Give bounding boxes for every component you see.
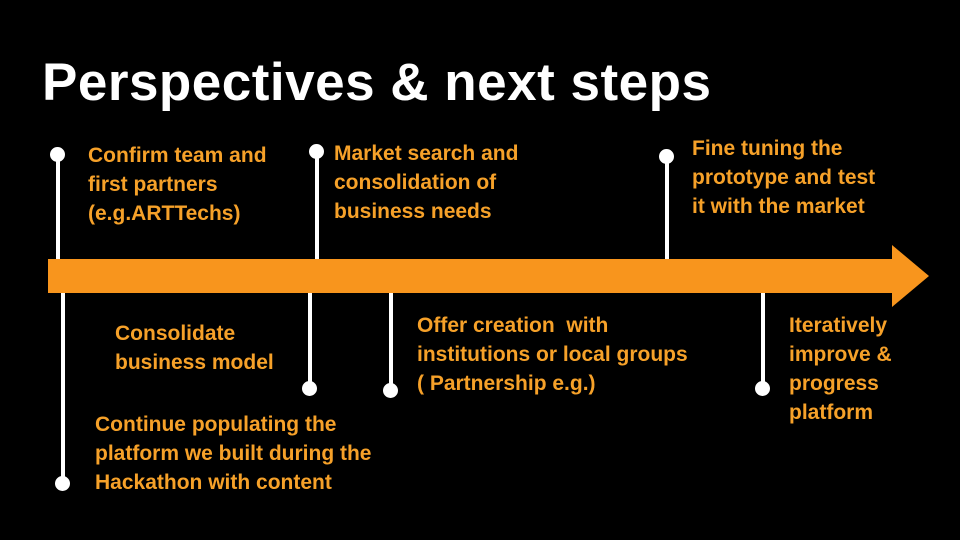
- milestone-dot-iteratively-improve: [755, 381, 770, 396]
- milestone-text-fine-tuning: Fine tuning the prototype and test it wi…: [692, 137, 876, 218]
- connector-line-offer-creation: [389, 293, 393, 391]
- connector-line-fine-tuning: [665, 156, 669, 259]
- milestone-text-continue-populating: Continue populating the platform we buil…: [95, 413, 372, 494]
- connector-line-confirm-team: [56, 153, 60, 259]
- connector-line-continue-populating: [61, 293, 65, 484]
- milestone-text-confirm-team: Confirm team and first partners (e.g.ART…: [88, 144, 267, 225]
- timeline-arrow-shape: [48, 245, 929, 307]
- milestone-dot-consolidate-business: [302, 381, 317, 396]
- connector-line-iteratively-improve: [761, 293, 765, 389]
- connector-line-market-search: [315, 151, 319, 259]
- timeline-arrow: [48, 245, 929, 307]
- milestone-dot-market-search: [309, 144, 324, 159]
- milestone-dot-continue-populating: [55, 476, 70, 491]
- milestone-dot-offer-creation: [383, 383, 398, 398]
- connector-line-consolidate-business: [308, 293, 312, 389]
- slide-title: Perspectives & next steps: [42, 53, 712, 112]
- milestone-dot-confirm-team: [50, 147, 65, 162]
- milestone-text-consolidate-business: Consolidate business model: [115, 322, 274, 374]
- milestone-text-iteratively-improve: Iteratively improve & progress platform: [789, 314, 892, 424]
- milestone-dot-fine-tuning: [659, 149, 674, 164]
- milestone-text-market-search: Market search and consolidation of busin…: [334, 142, 519, 223]
- milestone-text-offer-creation: Offer creation with institutions or loca…: [417, 314, 688, 395]
